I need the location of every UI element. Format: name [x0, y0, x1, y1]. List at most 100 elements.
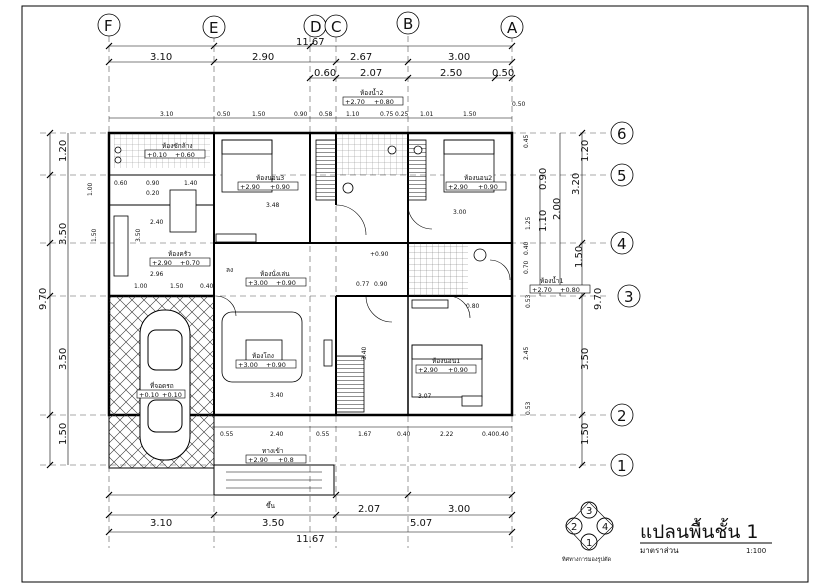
room-tags: [136, 96, 591, 464]
room-bed1-name: ห้องนอน1: [432, 357, 460, 365]
dim-right-7: 1.10: [538, 210, 549, 232]
grid-bubbles-top: [97, 11, 524, 39]
dim-misc-9: 3.00: [453, 209, 467, 216]
dim-misc-16: 1.00: [134, 283, 148, 290]
dim-binner-3: 0.55: [316, 431, 330, 438]
plan-title: แปลนพื้นชั้น 1: [640, 518, 758, 543]
dim-misc-12: 0.60: [114, 180, 128, 187]
dim-inner-7: 0.75: [380, 111, 394, 118]
car-icon: [139, 309, 191, 461]
room-bath1-name: ห้องน้ำ1: [540, 276, 564, 285]
dim-right-3: 9.70: [593, 288, 604, 310]
dim-right-4: 3.20: [571, 173, 582, 195]
dim-total-top: 11.67: [296, 37, 325, 48]
dim-left-4: 3.50: [58, 348, 69, 370]
dim-top2-3: 2.50: [440, 68, 462, 79]
room-living-level: +3.00: [248, 279, 268, 287]
dim-right-9: 1.50: [574, 246, 585, 268]
grid-label-1: 1: [617, 457, 627, 475]
dim-misc-3: 2.96: [150, 271, 164, 278]
dimension-lines: [49, 45, 583, 533]
dim-inner-6: 1.10: [346, 111, 360, 118]
symbol-num-4: 4: [602, 522, 608, 533]
grid-label-5: 5: [617, 167, 627, 185]
dim-misc-7: 0.90: [374, 281, 388, 288]
stair-2: [315, 139, 337, 201]
entrance-steps: [213, 464, 335, 496]
dim-inner-1: 3.10: [160, 111, 174, 118]
room-entrance-name: ทางเข้า: [262, 447, 284, 455]
room-hall-height: +0.90: [266, 361, 286, 369]
section-view-symbol: [565, 501, 614, 551]
dim-binner-1: 0.55: [220, 431, 234, 438]
room-bath2-level: +2.70: [345, 98, 365, 106]
room-bed1-level: +2.90: [418, 366, 438, 374]
room-bed2-name: ห้องนอน2: [464, 174, 492, 182]
dim-right-8: 1.25: [525, 216, 532, 230]
stair-down-label: ลง: [226, 266, 233, 274]
dim-top2-1: 0.60: [314, 68, 336, 79]
dim-binner-4: 1.67: [358, 431, 372, 438]
dim-bottom-total: 11.67: [296, 534, 325, 545]
dim-top-3: 2.67: [350, 52, 372, 63]
dim-right-10: 1.50: [580, 423, 591, 445]
room-bed1-height: +0.90: [448, 366, 468, 374]
bath-tiles-1: [336, 133, 408, 175]
room-bed3-height: +0.90: [270, 183, 290, 191]
dim-top2-2: 2.07: [360, 68, 382, 79]
dim-misc-27: 3.50: [135, 228, 142, 242]
room-carport-name: ที่จอดรถ: [150, 381, 174, 390]
room-entrance-level: +2.90: [248, 456, 268, 464]
grid-label-F: F: [104, 17, 113, 35]
dim-right-2: 3.50: [580, 348, 591, 370]
symbol-num-1: 1: [586, 538, 592, 549]
room-carport-level: +0.10: [139, 391, 159, 399]
dim-misc-21: +0.90: [370, 251, 389, 258]
room-living-name: ห้องนั่งเล่น: [260, 269, 290, 278]
grid-label-3: 3: [624, 288, 634, 306]
stair-up-label: ขึ้น: [266, 501, 275, 510]
door-swings: [215, 204, 511, 323]
room-kitchen-level: +2.90: [152, 259, 172, 267]
dim-misc-11: 0.53: [525, 401, 532, 415]
dim-bottom-1: 2.07: [358, 504, 380, 515]
dim-top-1: 3.10: [150, 52, 172, 63]
dim-top-2: 2.90: [252, 52, 274, 63]
dim-right-1: 1.20: [580, 140, 591, 162]
room-bath1-height: +0.80: [560, 286, 580, 294]
dim-bottom-2: 3.00: [448, 504, 470, 515]
dim-inner-10: 1.50: [463, 111, 477, 118]
grid-label-2: 2: [617, 407, 627, 425]
room-living-height: +0.90: [276, 279, 296, 287]
dim-misc-25: 0.40: [523, 241, 530, 255]
symbol-caption: ทิศทางการมองรูปตัด: [562, 556, 612, 563]
room-bed2-height: +0.90: [478, 183, 498, 191]
room-entrance-height: +0.8: [278, 456, 294, 464]
grid-label-A: A: [507, 19, 518, 37]
room-kitchen-height: +0.70: [180, 259, 200, 267]
dimension-ticks: [46, 42, 586, 536]
dim-misc-13: 0.90: [146, 180, 160, 187]
dim-misc-2: 2.40: [150, 219, 164, 226]
dim-misc-6: 0.77: [356, 281, 370, 288]
room-laundry-level: +0.10: [147, 151, 167, 159]
bath-tiles-2: [408, 243, 468, 296]
dim-misc-18: 0.40: [200, 283, 214, 290]
grid-label-4: 4: [617, 235, 627, 253]
room-laundry-name: ห้องซักล้าง: [162, 142, 193, 150]
dim-binner-2: 2.40: [270, 431, 284, 438]
grid-label-C: C: [331, 18, 341, 36]
dim-left-5: 1.50: [58, 423, 69, 445]
stair-3: [407, 139, 427, 201]
grid-label-E: E: [209, 19, 218, 37]
dim-bottom-4: 3.50: [262, 518, 284, 529]
room-bed2-level: +2.90: [448, 183, 468, 191]
grid-label-D: D: [310, 18, 322, 36]
dim-inner-11: 0.50: [512, 101, 526, 108]
dim-inner-3: 1.50: [252, 111, 266, 118]
symbol-num-2: 2: [571, 522, 577, 533]
dim-binner-5: 0.40: [397, 431, 411, 438]
dim-top2-4: 0.50: [492, 68, 514, 79]
dim-inner-8: 0.25: [395, 111, 409, 118]
scale-label: มาตราส่วน: [640, 546, 679, 555]
